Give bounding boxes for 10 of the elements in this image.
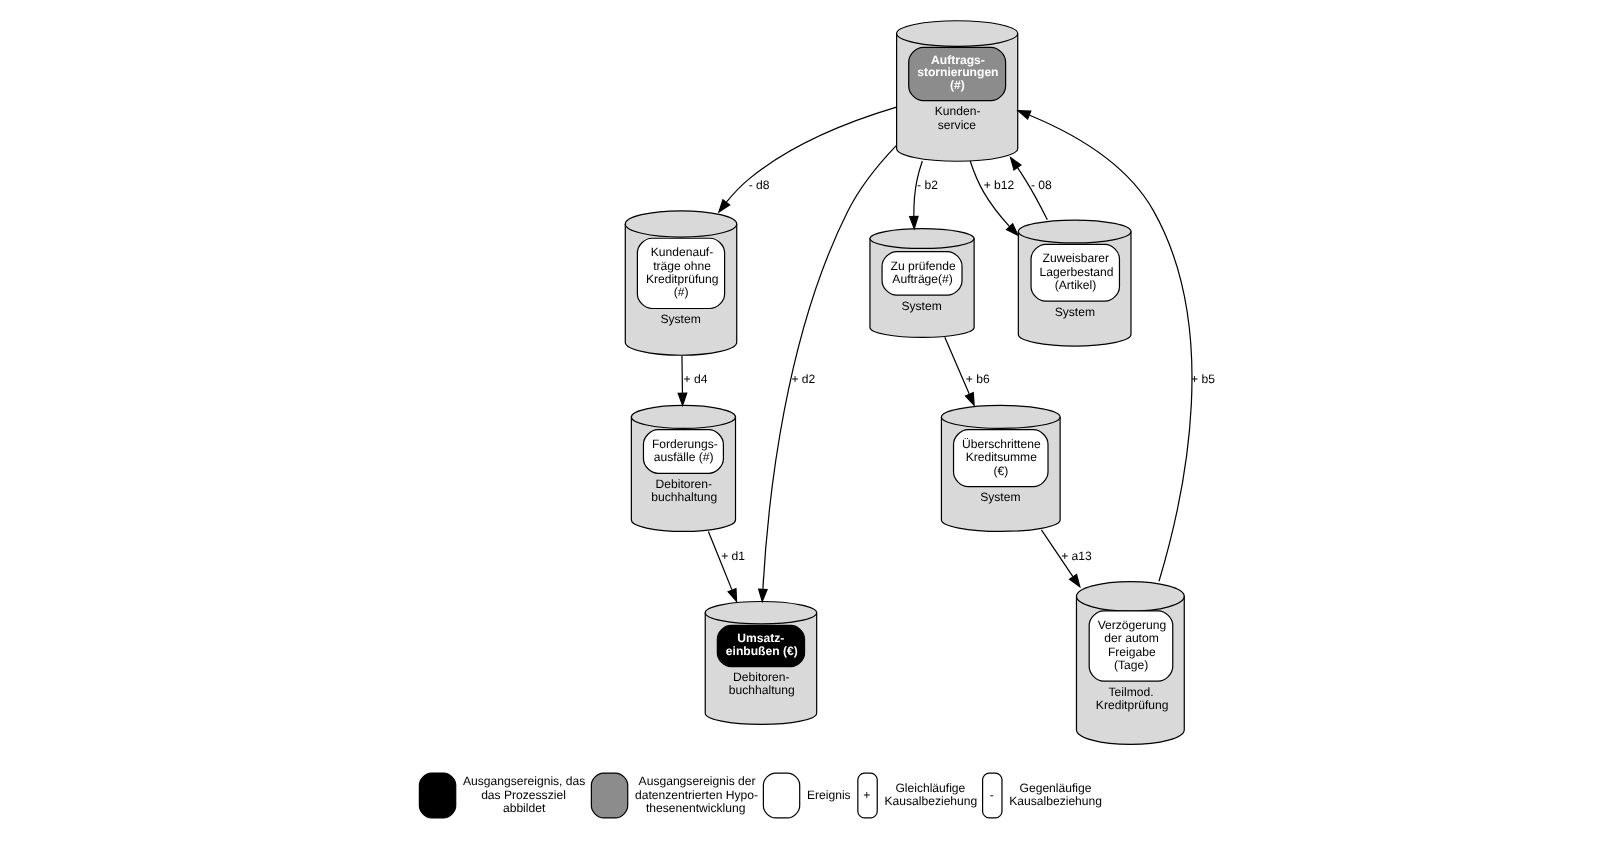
- arrow: [944, 336, 975, 408]
- arrow: [677, 354, 688, 408]
- arrow: [707, 530, 738, 604]
- arrow: [969, 160, 1020, 237]
- arrow: [717, 106, 898, 214]
- arrow: [908, 160, 923, 231]
- arrow: [1016, 109, 1193, 582]
- arrow: [1040, 529, 1081, 589]
- arrow: [1009, 156, 1048, 221]
- arrow: [757, 145, 897, 604]
